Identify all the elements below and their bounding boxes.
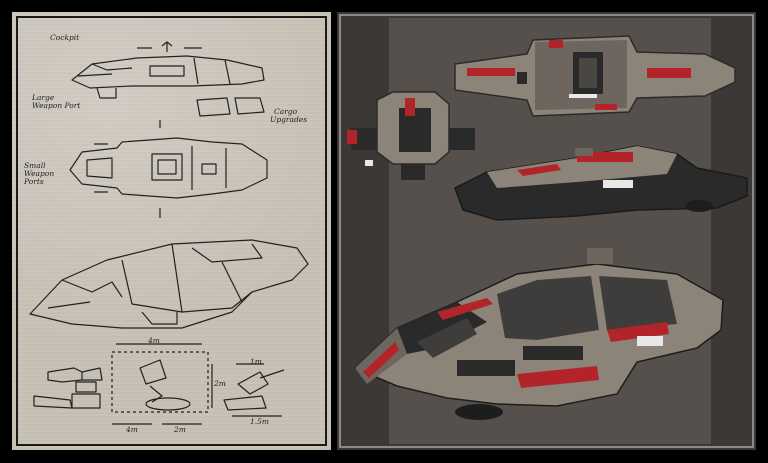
render-top-view: [454, 35, 736, 117]
render-side-view: [454, 145, 748, 221]
cargo-upgrades-label-1: Cargo: [274, 107, 298, 116]
dimension-height: 2m: [214, 379, 226, 388]
ship-renders: [347, 35, 748, 420]
large-weapon-port-label-1: Large: [32, 93, 55, 102]
small-weapon-ports-label-3: Ports: [24, 177, 44, 186]
cockpit-label: Cockpit: [50, 33, 80, 42]
small-weapon-ports-label-2: Weapon: [24, 169, 55, 178]
render-sheet: [337, 12, 756, 450]
dimension-turret-base: 1.5m: [250, 417, 270, 426]
dimension-width-top: 4m: [148, 336, 160, 345]
sketch-sheet: Cockpit Large Weapon Port Cargo Upgrades…: [12, 12, 331, 450]
render-front-view: [347, 91, 475, 180]
cargo-upgrades-label-2: Upgrades: [270, 115, 308, 124]
large-weapon-port-label-2: Weapon Port: [32, 101, 81, 110]
dimension-turret-width: 1m: [250, 357, 262, 366]
render-perspective-view: [353, 248, 724, 420]
dimension-bottom-1: 4m: [126, 425, 138, 434]
small-weapon-ports-label-1: Small: [24, 161, 46, 170]
ship-sketches: [29, 41, 309, 425]
dimension-bottom-2: 2m: [174, 425, 186, 434]
